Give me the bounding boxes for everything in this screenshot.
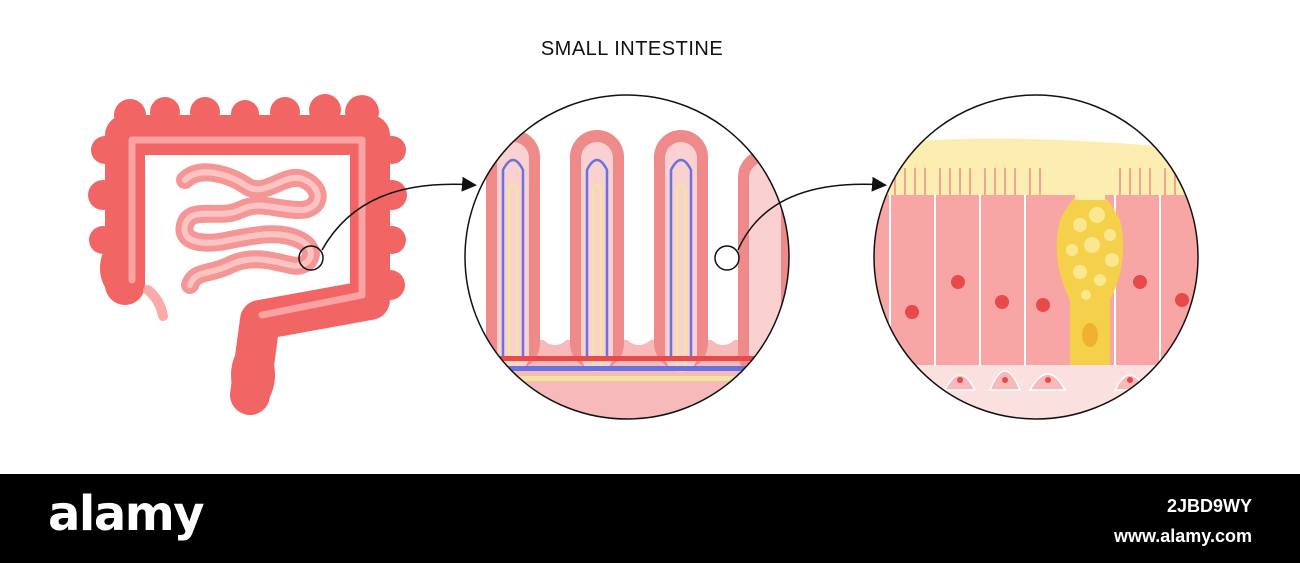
intestine-icon: [88, 94, 407, 415]
diagram-canvas: SMALL INTESTINE: [88, 38, 1199, 420]
diagram-art: [88, 94, 1199, 420]
site-url: www.alamy.com: [1113, 526, 1252, 546]
villi-icon: [464, 94, 790, 420]
image-id: 2JBD9WY: [1166, 496, 1252, 516]
footer-bar: alamy 2JBD9WY www.alamy.com: [0, 474, 1300, 563]
cells-icon: [873, 94, 1199, 420]
brand-logo: alamy: [48, 486, 205, 542]
diagram-title: SMALL INTESTINE: [540, 38, 724, 60]
